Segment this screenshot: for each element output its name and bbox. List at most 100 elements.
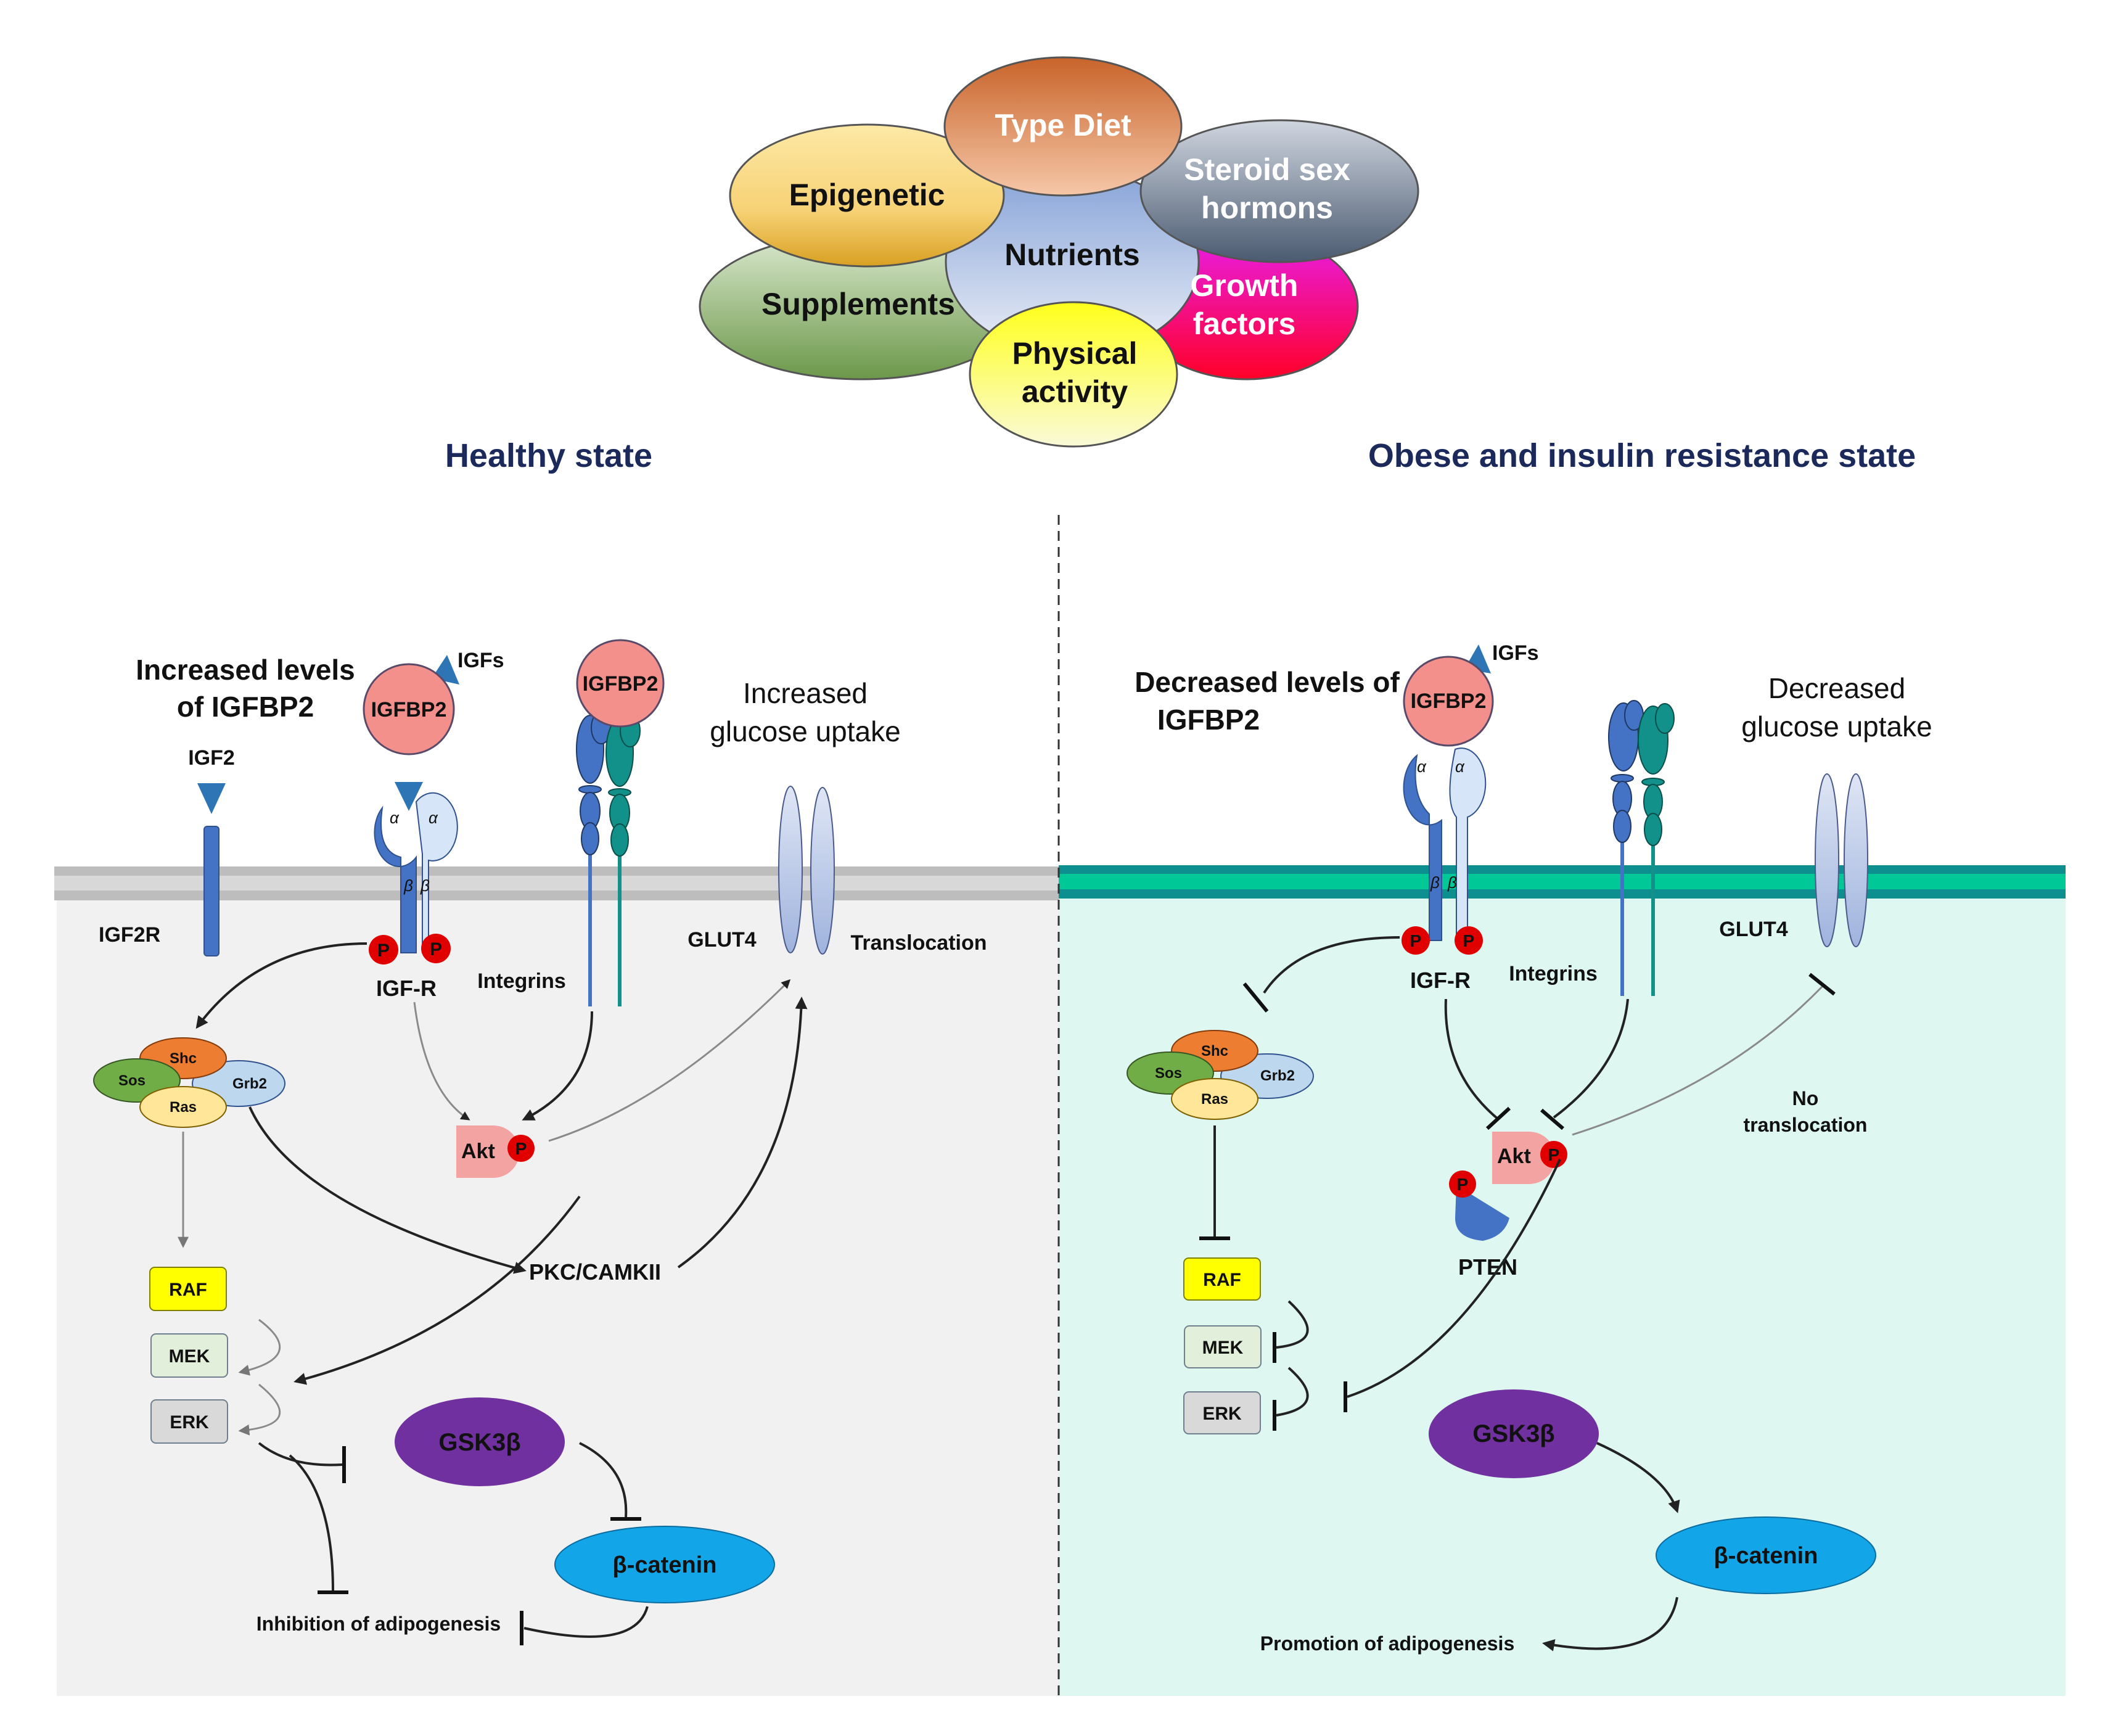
increased-glucose-line1: Increased [743,677,868,709]
phospho-label: P [430,939,442,960]
obese-panel: Decreased levels of IGFBP2 IGFBP2 IGFs α… [1127,641,1932,1655]
igfbp2-label: IGFBP2 [371,698,447,722]
alpha-label: α [1417,757,1427,776]
petal-type-diet [943,56,1183,197]
akt-label: Akt [461,1140,495,1163]
edge-bcatenin-inhibits-adipogenesis [523,1606,649,1638]
erk-box [1183,1391,1261,1434]
edge-igfr-inhibits-complex [1263,936,1400,994]
edge-akt-inhibits-erk [1347,1159,1561,1398]
igf-r-label: IGF-R [376,976,437,1001]
alpha-label: α [1455,757,1465,776]
phospho-label: P [377,940,390,961]
integrins-label: Integrins [1509,962,1598,985]
phospho-icon [421,934,451,963]
grb2-label: Grb2 [1260,1068,1295,1084]
pten-phospho-label: P [1457,1175,1469,1194]
healthy-state-heading: Healthy state [445,437,652,474]
akt-phospho-icon [1540,1141,1567,1168]
ras-label: Ras [170,1099,197,1116]
physical-label-line1: Physical [1012,336,1138,371]
phospho-label: P [1410,931,1422,950]
beta-catenin-node [554,1526,775,1603]
erk-label: ERK [170,1412,209,1433]
epigenetic-label: Epigenetic [789,178,945,212]
no-translocation-line1: No [1792,1087,1819,1109]
integrins [576,639,665,1006]
edge-integrin-to-akt [522,1011,593,1121]
igf-receptor: α α β β P P [1402,747,1487,955]
supplements-label: Supplements [761,287,955,321]
beta-catenin-label: β-catenin [1714,1543,1818,1569]
growth-label-line1: Growth [1191,268,1299,303]
beta-label: β [1447,873,1457,892]
raf-box [149,1267,227,1311]
mek-label: MEK [169,1346,210,1367]
mek-label: MEK [1202,1338,1244,1358]
igfbp2-circle [1403,656,1494,747]
raf-box [1183,1257,1261,1301]
igf2r-receptor [203,826,220,956]
pten-phospho-icon [1449,1170,1476,1198]
edge-akt-inhibits-glut4 [1572,985,1823,1136]
beta-label: β [1430,873,1440,892]
decreased-igfbp2-label-line2: IGFBP2 [1157,704,1260,736]
akt-protein [456,1125,520,1178]
integrin-igfbp2-circle [576,639,665,728]
physical-label-line2: activity [1022,374,1128,409]
phospho-icon [1455,926,1483,955]
edge-gsk3b-to-bcatenin [1596,1442,1680,1513]
edge-igfr-inhibits-akt [1444,998,1500,1121]
edge-mek-to-erk [238,1383,281,1436]
erk-box [150,1399,228,1444]
petal-epigenetic [729,123,1005,268]
beta-label: β [420,876,430,895]
edge-bcatenin-to-adipogenesis [1542,1597,1678,1652]
translocation-label: Translocation [850,931,987,955]
edge-pkc-to-glut4 [677,997,808,1269]
no-translocation-line2: translocation [1744,1114,1868,1136]
igf2r-label: IGF2R [99,923,160,947]
edge-integrin-inhibits-akt [1553,998,1629,1119]
edge-akt-to-glut4 [548,979,791,1142]
inhibition-adipogenesis-label: Inhibition of adipogenesis [257,1613,501,1635]
edge-igfr-to-akt [413,1002,470,1121]
shc-label: Shc [170,1050,197,1067]
igf-bound-triangle-icon [395,782,423,811]
edge-erk-inhibits-adipogenesis [289,1454,334,1592]
obese-membrane [1059,865,2066,899]
igf2-label: IGF2 [188,746,235,770]
integrins-label: Integrins [477,969,566,993]
phospho-icon [369,935,398,965]
raf-label: RAF [1203,1270,1241,1290]
decreased-igfbp2-label-line1: Decreased levels of [1135,666,1400,698]
igf-receptor: α α β β P P [369,782,458,965]
glut4-label: GLUT4 [1719,918,1788,941]
raf-label: RAF [169,1280,207,1300]
increased-glucose-line2: glucose uptake [710,715,900,747]
integrins [1608,700,1675,996]
beta-catenin-node [1656,1516,1876,1594]
edge-akt-to-erk [293,1195,581,1385]
obese-state-heading: Obese and insulin resistance state [1368,437,1916,474]
edge-complex-to-pkc [248,1106,527,1274]
gsk3b-label: GSK3β [1472,1420,1554,1447]
edge-raf-inhibits-mek [1276,1300,1309,1349]
increased-igfbp2-label-line2: of IGFBP2 [177,691,314,723]
igfs-label: IGFs [458,649,504,672]
phospho-label: P [1463,931,1475,950]
glut4-transporter [1815,773,1868,947]
akt-protein [1492,1132,1556,1184]
grb2-label: Grb2 [232,1076,267,1092]
integrin-igfbp2-label: IGFBP2 [583,672,659,696]
steroid-label-line1: Steroid sex [1184,152,1350,187]
decreased-glucose-line2: glucose uptake [1741,710,1932,743]
promotion-adipogenesis-label: Promotion of adipogenesis [1260,1632,1514,1655]
mek-box [150,1333,228,1378]
phospho-icon [1402,926,1430,955]
decreased-glucose-line1: Decreased [1768,672,1905,704]
shc-label: Shc [1201,1043,1228,1059]
alpha-label: α [390,808,400,827]
type-diet-label: Type Diet [995,108,1131,142]
glut4-label: GLUT4 [687,928,757,952]
